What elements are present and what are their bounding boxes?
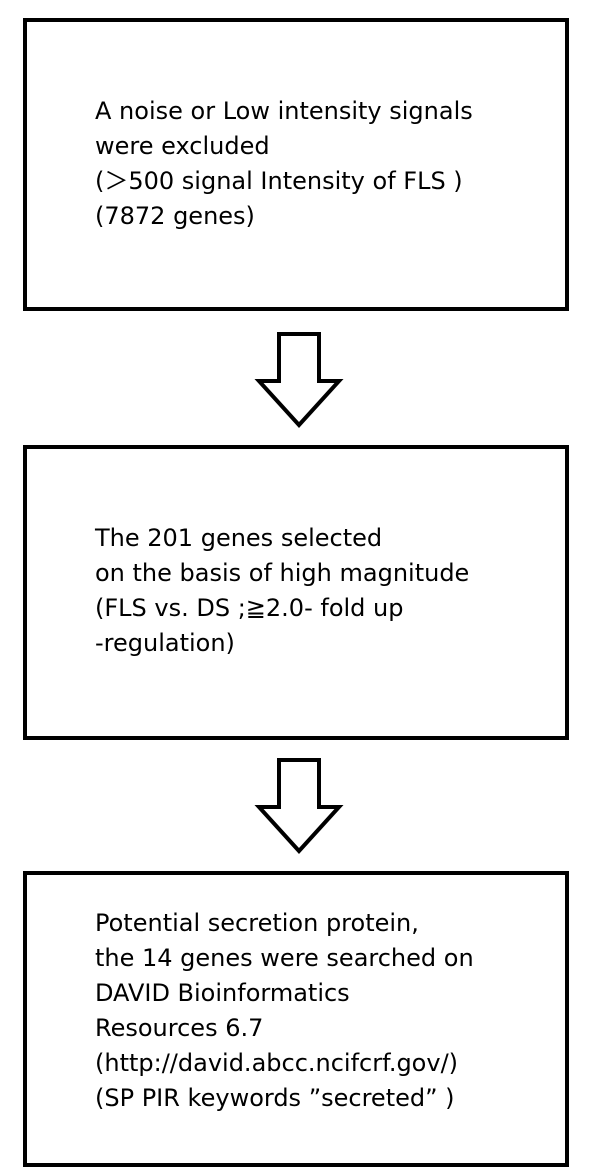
down-arrow-icon [254,332,344,428]
text-line: (FLS vs. DS ;≧2.0- fold up [95,594,404,622]
text-line: (7872 genes) [95,202,255,230]
text-line: were excluded [95,132,270,160]
text-line: DAVID Bioinformatics [95,979,350,1007]
flow-step-3-text: Potential secretion protein, the 14 gene… [95,906,555,1116]
flow-step-2-text: The 201 genes selected on the basis of h… [95,521,555,661]
flow-step-1-box: A noise or Low intensity signals were ex… [23,18,569,311]
flow-step-1-text: A noise or Low intensity signals were ex… [95,94,555,234]
text-line: (SP PIR keywords ”secreted” ) [95,1084,455,1112]
flow-step-2-box: The 201 genes selected on the basis of h… [23,445,569,740]
text-line: The 201 genes selected [95,524,383,552]
text-line: (http://david.abcc.ncifcrf.gov/) [95,1049,459,1077]
text-line: Potential secretion protein, [95,909,419,937]
text-line: A noise or Low intensity signals [95,97,473,125]
text-line: the 14 genes were searched on [95,944,474,972]
text-line: Resources 6.7 [95,1014,264,1042]
text-line: (＞500 signal Intensity of FLS ) [95,167,463,195]
text-line: on the basis of high magnitude [95,559,470,587]
text-line: -regulation) [95,629,235,657]
flow-step-3-box: Potential secretion protein, the 14 gene… [23,871,569,1167]
down-arrow-icon [254,758,344,854]
